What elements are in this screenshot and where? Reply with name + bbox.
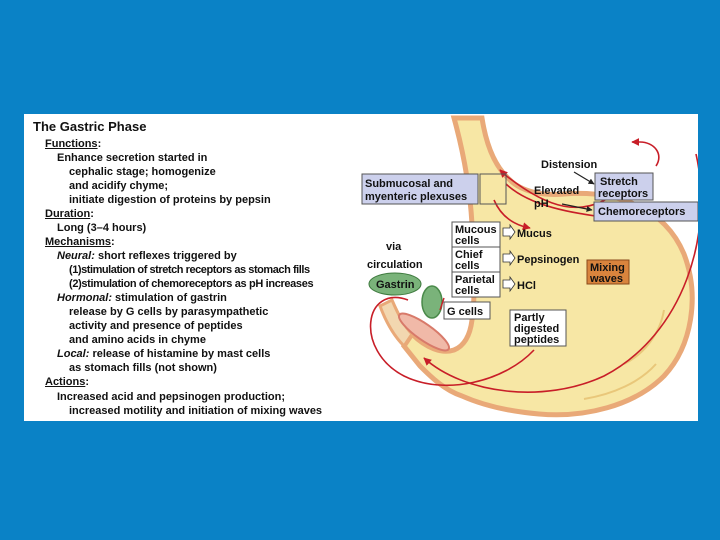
neural-item: (1)stimulation of stretch receptors as s…: [69, 264, 310, 276]
peptides-label-1: Partly: [514, 312, 545, 324]
distension-to-stretch-arrow: [573, 171, 595, 185]
ph-to-chemo-arrow: [561, 203, 593, 212]
parietal-cells-box: [451, 271, 501, 298]
functions-label: Functions: [45, 138, 98, 150]
local-line: Local: release of histamine by mast cell…: [57, 348, 270, 360]
stretch-label-2: receptors: [598, 188, 648, 200]
hcl-label: HCl: [517, 280, 536, 292]
hormonal-text: stimulation of gastrin: [112, 292, 227, 304]
duration-value: Long (3–4 hours): [57, 222, 147, 234]
peptides-box: [509, 309, 567, 347]
functions-line: initiate digestion of proteins by pepsin: [69, 194, 271, 206]
hormonal-label: Hormonal:: [57, 292, 112, 304]
actions-label: Actions: [45, 376, 86, 388]
parietal-label-1: Parietal: [455, 274, 495, 286]
functions-colon: :: [97, 138, 102, 150]
pepsinogen-label: Pepsinogen: [517, 254, 580, 266]
actions-colon: :: [85, 376, 90, 388]
duration-label: Duration: [45, 208, 91, 220]
mixing-label-1: Mixing: [590, 262, 625, 274]
g-cells-box: [443, 301, 491, 320]
mucus-arrow: [502, 223, 516, 241]
neural-label: Neural:: [57, 250, 95, 262]
mechanisms-label: Mechanisms: [45, 236, 112, 248]
distension-arrow: [631, 138, 660, 167]
functions-line: and acidify chyme;: [69, 180, 169, 192]
hormonal-item: release by G cells by parasympathetic: [69, 306, 269, 318]
chemoreceptors-box: [593, 201, 698, 222]
plexuses-label-1: Submucosal and: [365, 178, 453, 190]
chief-label-2: cells: [455, 260, 479, 272]
mucous-cells-box: [451, 221, 501, 248]
actions-heading: Actions:: [45, 376, 89, 388]
pepsinogen-arrow: [502, 249, 516, 267]
functions-heading: Functions:: [45, 138, 101, 150]
gastrin-label: Gastrin: [376, 279, 415, 291]
stomach-fold: [623, 309, 665, 365]
page-title: The Gastric Phase: [33, 119, 147, 134]
hormonal-item: activity and presence of peptides: [69, 320, 243, 332]
mucus-label: Mucus: [517, 228, 552, 240]
stretch-label-1: Stretch: [600, 176, 638, 188]
plexuses-box: [361, 173, 479, 205]
mixing-waves-box: [586, 259, 630, 285]
gcells-to-gastrin: [439, 297, 445, 311]
g-cells-label: G cells: [447, 306, 483, 318]
hormonal-item: and amino acids in chyme: [69, 334, 206, 346]
chief-label-1: Chief: [455, 249, 483, 261]
functions-line: cephalic stage; homogenize: [69, 166, 216, 178]
plexus-long-loop: [423, 153, 698, 393]
stretch-receptors-box: [594, 172, 654, 201]
elevated-label-2: pH: [534, 198, 549, 210]
mechanisms-colon: :: [111, 236, 115, 248]
peptides-label-3: peptides: [514, 334, 559, 346]
local-label: Local:: [57, 348, 90, 360]
mucous-label-1: Mucous: [455, 224, 497, 236]
pylorus-wall: [398, 312, 450, 352]
local-item: as stomach fills (not shown): [69, 362, 217, 374]
stomach-diagram: Submucosal and myenteric plexuses Disten…: [361, 115, 698, 418]
actions-line: increased motility and initiation of mix…: [69, 405, 323, 417]
text-column: The Gastric Phase Functions: Enhance sec…: [24, 114, 384, 421]
circulation-label: circulation: [367, 259, 423, 271]
stomach-fold: [583, 363, 657, 400]
distension-label: Distension: [541, 159, 598, 171]
plexus-node: [479, 173, 507, 205]
plexuses-label-2: myenteric plexuses: [365, 191, 467, 203]
hcl-arrow: [502, 275, 516, 293]
local-text: release of histamine by mast cells: [89, 348, 271, 360]
gastrin-loop: [369, 296, 535, 387]
neural-text: short reflexes triggered by: [94, 250, 237, 262]
mucous-label-2: cells: [455, 235, 479, 247]
functions-line: Enhance secretion started in: [57, 152, 208, 164]
mechanisms-heading: Mechanisms:: [45, 236, 115, 248]
figure-panel: The Gastric Phase Functions: Enhance sec…: [24, 114, 698, 421]
chemoreceptors-label: Chemoreceptors: [598, 206, 685, 218]
elevated-label-1: Elevated: [534, 185, 579, 197]
g-cell-region: [421, 285, 443, 319]
via-label: via: [386, 241, 402, 253]
duration-heading: Duration:: [45, 208, 94, 220]
neural-line: Neural: short reflexes triggered by: [57, 250, 237, 262]
gastrin-ellipse: [368, 272, 422, 296]
duodenum: [378, 297, 414, 349]
hormonal-line: Hormonal: stimulation of gastrin: [57, 292, 227, 304]
parietal-label-2: cells: [455, 285, 479, 297]
peptides-label-2: digested: [514, 323, 559, 335]
mixing-label-2: waves: [589, 273, 623, 285]
neural-item: (2)stimulation of chemoreceptors as pH i…: [69, 278, 314, 290]
actions-line: Increased acid and pepsinogen production…: [57, 391, 285, 403]
duration-colon: :: [90, 208, 94, 220]
